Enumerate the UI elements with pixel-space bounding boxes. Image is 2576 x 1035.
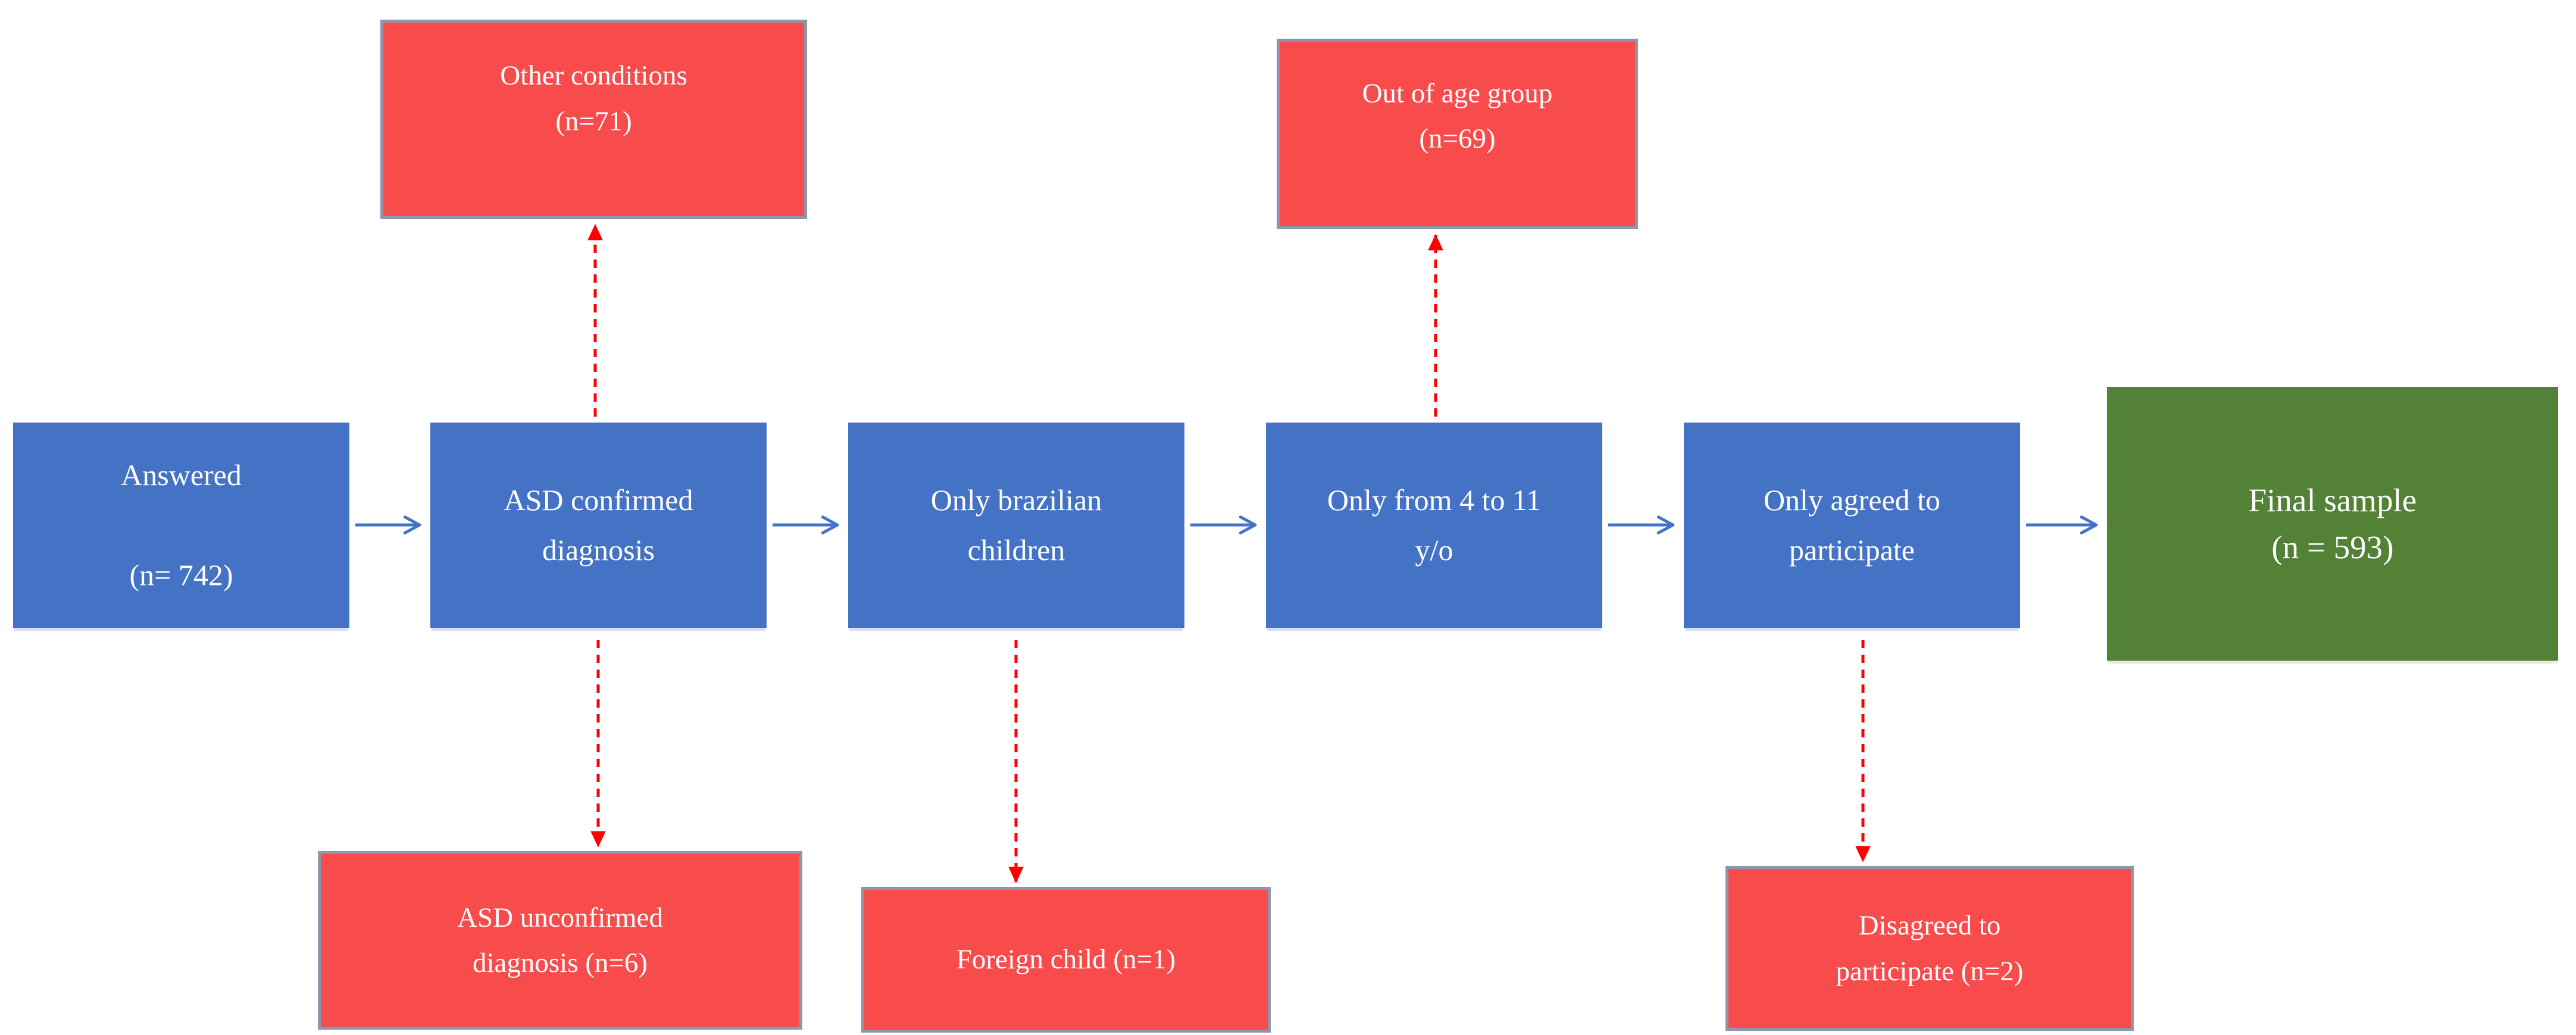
node-disagreed-to-participate: Disagreed to participate (n=2) xyxy=(1725,866,2134,1031)
node-answered-label: Answered xyxy=(121,458,242,492)
node-asd-unconfirmed-diagnosis: ASD unconfirmed diagnosis (n=6) xyxy=(318,851,802,1030)
node-asd-confirmed-label-line2: diagnosis xyxy=(542,533,655,567)
node-disagreed-label-line2: participate (n=2) xyxy=(1836,955,2024,987)
node-agreed-label-line2: participate xyxy=(1789,533,1915,567)
node-final-sample-label: Final sample xyxy=(2248,481,2417,518)
node-only-4-to-11: Only from 4 to 11 y/o xyxy=(1266,423,1602,628)
node-other-conditions-count: (n=71) xyxy=(555,105,632,137)
node-asd-confirmed-label-line1: ASD confirmed xyxy=(504,483,693,517)
node-age-label-line1: Only from 4 to 11 xyxy=(1327,483,1542,517)
node-other-conditions-label: Other conditions xyxy=(500,60,687,92)
node-brazilian-label-line2: children xyxy=(967,533,1065,567)
node-other-conditions: Other conditions (n=71) xyxy=(380,20,807,219)
node-asd-unconfirmed-label-line2: diagnosis (n=6) xyxy=(472,948,648,978)
node-only-agreed-to-participate: Only agreed to participate xyxy=(1684,423,2020,628)
node-disagreed-label-line1: Disagreed to xyxy=(1858,910,2001,942)
node-out-of-age-group: Out of age group (n=69) xyxy=(1277,39,1638,229)
node-foreign-child: Foreign child (n=1) xyxy=(861,887,1271,1033)
node-final-sample: Final sample (n = 593) xyxy=(2107,387,2558,661)
node-age-label-line2: y/o xyxy=(1415,533,1453,567)
node-answered-count: (n= 742) xyxy=(129,558,233,592)
node-answered: Answered (n= 742) xyxy=(13,423,349,628)
node-final-sample-count: (n = 593) xyxy=(2271,529,2394,565)
node-agreed-label-line1: Only agreed to xyxy=(1763,483,1941,517)
node-brazilian-label-line1: Only brazilian xyxy=(930,483,1102,517)
node-only-brazilian-children: Only brazilian children xyxy=(848,423,1184,628)
node-foreign-child-label: Foreign child (n=1) xyxy=(956,944,1176,975)
node-out-of-age-count: (n=69) xyxy=(1419,123,1496,154)
node-asd-unconfirmed-label-line1: ASD unconfirmed xyxy=(457,902,663,933)
node-asd-confirmed-diagnosis: ASD confirmed diagnosis xyxy=(430,423,767,628)
node-out-of-age-label: Out of age group xyxy=(1362,77,1553,109)
